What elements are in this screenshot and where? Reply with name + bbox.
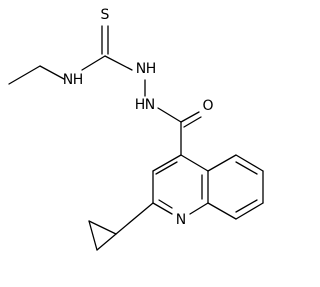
bond-ethyl-ch3-ch2 bbox=[8, 65, 41, 85]
bond-co-double-a bbox=[180, 111, 200, 123]
chemical-structure: S N H N H H N O N bbox=[8, 7, 264, 251]
bond-c2-n1 bbox=[152, 202, 173, 215]
atom-label-h-ethyl: H bbox=[73, 72, 84, 88]
atom-label-n-hydrazine-2: N bbox=[145, 97, 155, 113]
bond-n-thiocarbonyl bbox=[81, 55, 106, 71]
bond-thiocarbonyl-nh bbox=[104, 55, 133, 71]
bond-c4-c3 bbox=[152, 154, 182, 172]
bond-cyclopropyl-c bbox=[96, 233, 117, 251]
atom-label-n-ethyl: N bbox=[63, 72, 73, 88]
atom-label-group: S N H N H H N O N bbox=[63, 7, 214, 228]
bond-nh-carbonyl bbox=[157, 107, 182, 123]
bond-c5-c6 bbox=[235, 154, 264, 172]
bond-co-double-b bbox=[183, 116, 202, 128]
atom-label-n-hydrazine-1: N bbox=[136, 61, 146, 77]
atom-label-h-hydrazine-2: H bbox=[135, 97, 146, 113]
bond-c4a-c5 bbox=[207, 154, 237, 172]
bond-group bbox=[8, 25, 264, 251]
bond-c2-n1-inner bbox=[158, 199, 173, 209]
atom-label-h-hydrazine-1: H bbox=[146, 61, 157, 77]
bond-c2-cyclopropyl bbox=[115, 202, 154, 235]
bond-c7-c8 bbox=[235, 202, 264, 220]
bond-c8-c8a bbox=[207, 202, 237, 220]
atom-label-n-quinoline: N bbox=[176, 212, 186, 228]
atom-label-o: O bbox=[202, 98, 213, 114]
bond-cyclopropyl-b bbox=[88, 220, 98, 251]
bond-c5-c6-inner bbox=[235, 161, 258, 175]
bond-ethyl-ch2-n bbox=[39, 65, 65, 80]
bond-c4-c3-inner bbox=[155, 161, 178, 175]
bond-cyclopropyl-a bbox=[88, 220, 117, 235]
atom-label-s: S bbox=[101, 7, 110, 23]
bond-n1-c8a bbox=[189, 202, 209, 215]
bond-c4a-c4 bbox=[180, 154, 209, 172]
bond-c7-c8-inner bbox=[235, 199, 258, 213]
